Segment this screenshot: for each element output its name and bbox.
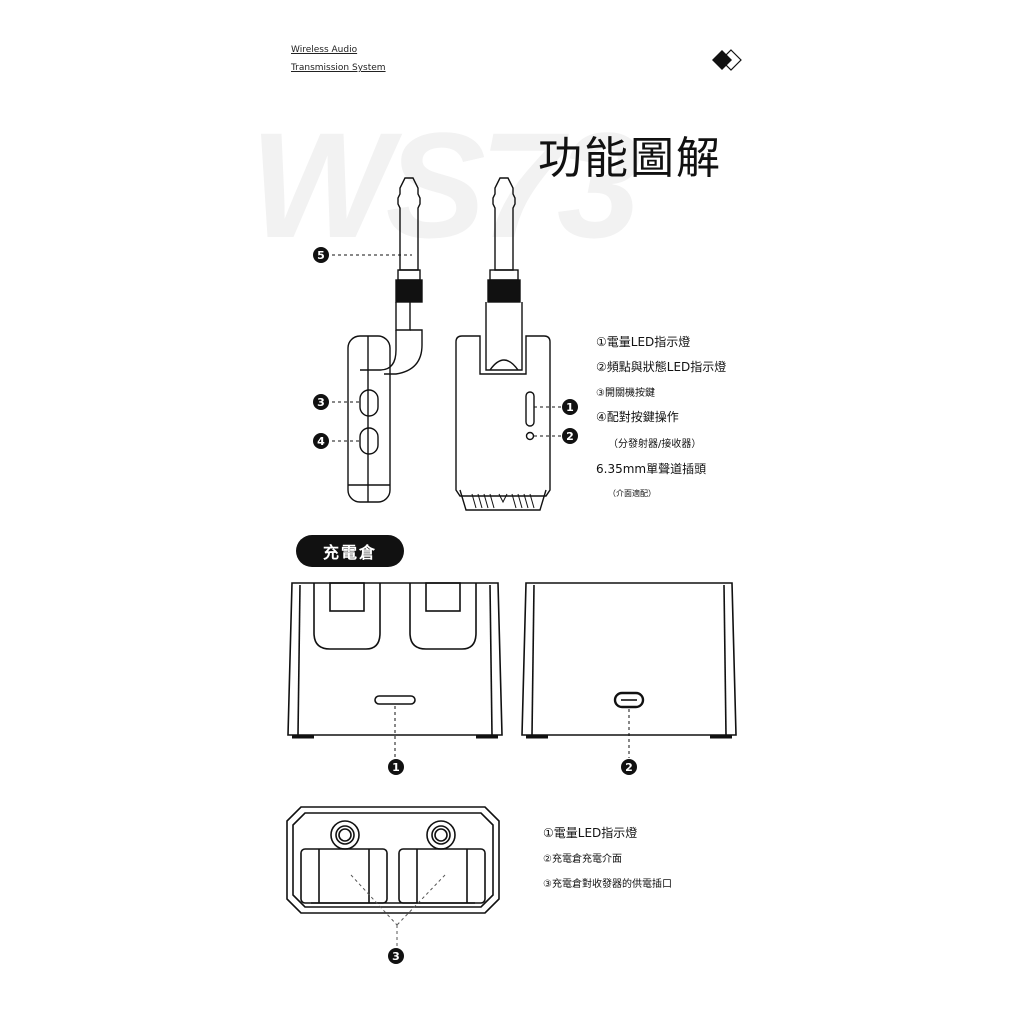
callout-3: 3 xyxy=(313,394,329,410)
legend-item: ④配對按鍵操作 xyxy=(596,410,679,424)
legend-item: ②頻點與狀態LED指示燈 xyxy=(596,360,727,374)
callout-2: 2 xyxy=(621,759,637,775)
charging-case-front-back-diagram xyxy=(287,582,737,758)
watermark-model: WS73 xyxy=(250,101,640,269)
legend-note: （介面適配） xyxy=(608,489,656,498)
callout-1: 1 xyxy=(388,759,404,775)
legend-item: ①電量LED指示燈 xyxy=(596,335,691,349)
callout-3: 3 xyxy=(388,948,404,964)
header-line2: Transmission System xyxy=(291,63,386,73)
page-title: 功能圖解 xyxy=(538,133,722,184)
callout-5: 5 xyxy=(313,247,329,263)
section-label-charging-case: 充電倉 xyxy=(296,535,404,567)
callout-1: 1 xyxy=(562,399,578,415)
legend-item: ③充電倉對收發器的供電插口 xyxy=(543,879,672,890)
header-line1: Wireless Audio xyxy=(291,45,358,55)
transmitter-diagram xyxy=(332,177,562,511)
charging-case-top-view-diagram xyxy=(286,806,500,947)
legend-note: （分發射器/接收器） xyxy=(608,439,702,450)
legend-item: ③開關機按鍵 xyxy=(596,388,655,399)
callout-4: 4 xyxy=(313,433,329,449)
callout-2: 2 xyxy=(562,428,578,444)
double-diamond-icon xyxy=(712,49,742,71)
legend-item: 6.35mm單聲道插頭 xyxy=(596,462,707,476)
legend-item: ①電量LED指示燈 xyxy=(543,826,638,840)
legend-item: ②充電倉充電介面 xyxy=(543,854,622,865)
